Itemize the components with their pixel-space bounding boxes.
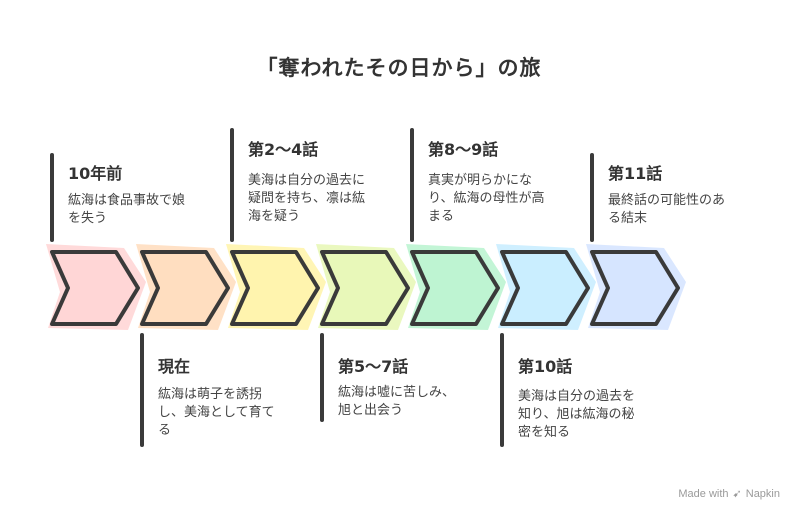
chevron-6	[590, 250, 680, 326]
stage-desc-line: 知り、旭は紘海の秘	[518, 407, 635, 422]
stage-desc-line: まる	[428, 209, 455, 224]
stage-desc-line: 密を知る	[518, 425, 571, 440]
stage-label-0: 10年前	[68, 164, 123, 183]
stage-desc-3: 紘海は嘘に苦しみ、 旭と出会う	[338, 384, 486, 420]
stage-desc-0: 紘海は食品事故で娘 を失う	[68, 192, 216, 228]
stage-desc-6: 最終話の可能性のあ る結末	[608, 192, 756, 228]
made-with-footer[interactable]: Made with ➹ Napkin	[678, 487, 780, 501]
stage-desc-line: 旭と出会う	[338, 403, 404, 418]
stage-label-3: 第5〜7話	[338, 357, 409, 376]
stage-desc-line: る	[158, 423, 172, 438]
stage-label-5: 第10話	[518, 357, 573, 376]
stage-label-6: 第11話	[608, 164, 663, 183]
stage-desc-line: 疑問を持ち、凛は紘	[248, 191, 366, 206]
chevron-5	[500, 250, 590, 326]
stage-desc-4: 真実が明らかにな り、紘海の母性が高 まる	[428, 172, 576, 226]
chevron-3	[320, 250, 410, 326]
footer-text: Made with	[678, 487, 729, 500]
stage-desc-line: 紘海は食品事故で娘	[68, 193, 186, 208]
chevron-1	[140, 250, 230, 326]
footer-brand: Napkin	[745, 487, 780, 500]
stage-desc-1: 紘海は萌子を誘拐 し、美海として育て る	[158, 386, 306, 440]
diagram-title: 「奪われたその日から」の旅	[256, 56, 542, 80]
stage-label-1: 現在	[158, 357, 191, 376]
stage-label-4: 第8〜9話	[428, 140, 499, 159]
stage-desc-line: し、美海として育て	[158, 405, 275, 420]
chevron-2	[230, 250, 320, 326]
stage-desc-5: 美海は自分の過去を 知り、旭は紘海の秘 密を知る	[518, 388, 666, 442]
napkin-logo-icon: ➹	[732, 488, 742, 500]
stage-desc-line: 美海は自分の過去に	[248, 173, 366, 188]
chevron-4	[410, 250, 500, 326]
stage-desc-line: 真実が明らかにな	[428, 173, 533, 188]
stage-desc-line: 紘海は萌子を誘拐	[158, 387, 263, 402]
stage-desc-2: 美海は自分の過去に 疑問を持ち、凛は紘 海を疑う	[248, 172, 396, 226]
stage-desc-line: を失う	[68, 211, 108, 226]
chevron-0	[50, 250, 140, 326]
stage-desc-line: 最終話の可能性のあ	[608, 193, 726, 208]
stage-desc-line: る結末	[608, 211, 648, 226]
stage-label-2: 第2〜4話	[248, 140, 319, 159]
stage-desc-line: 海を疑う	[248, 209, 301, 224]
stage-desc-line: 紘海は嘘に苦しみ、	[338, 385, 456, 400]
stage-desc-line: り、紘海の母性が高	[428, 191, 545, 206]
stage-desc-line: 美海は自分の過去を	[518, 389, 636, 404]
